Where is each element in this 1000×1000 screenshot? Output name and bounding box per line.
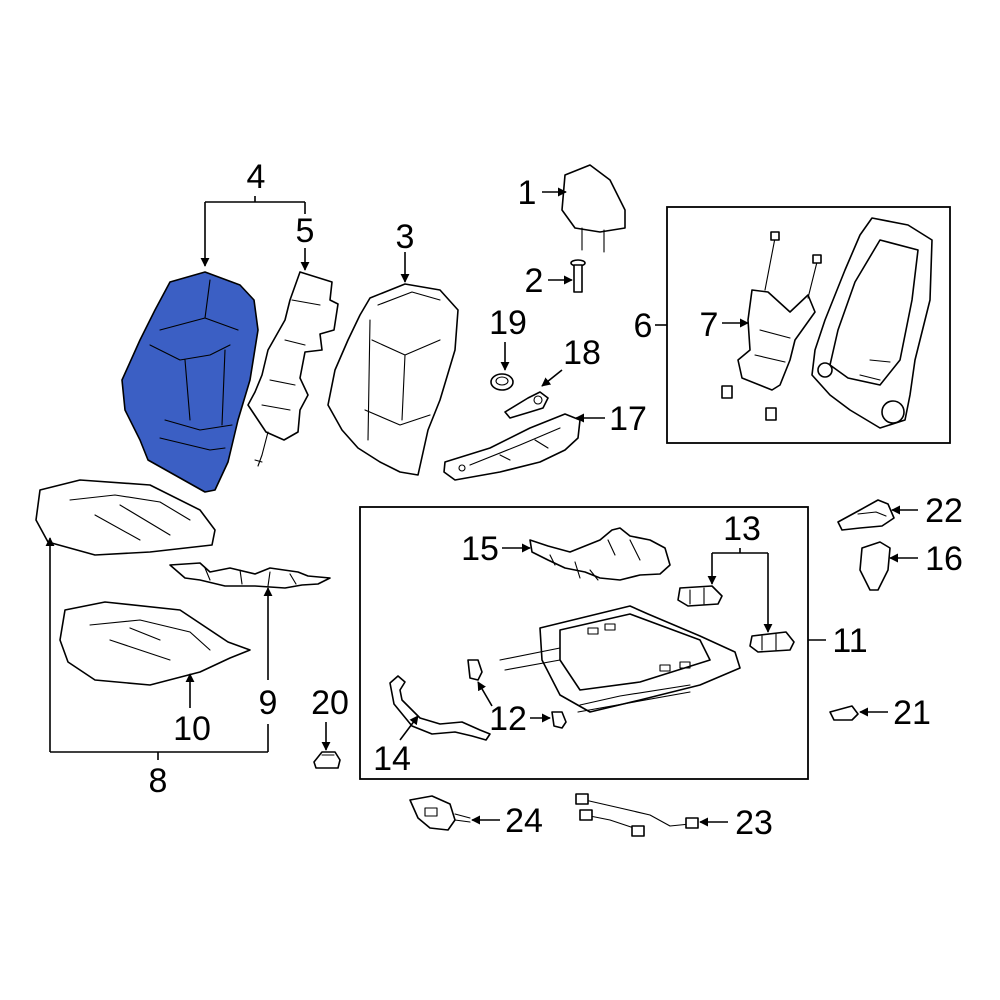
callout-8: 8: [149, 762, 168, 800]
adjuster-bracket-left[interactable]: [677, 585, 723, 607]
callout-23: 23: [735, 804, 773, 842]
side-cover[interactable]: [859, 541, 891, 591]
small-clip[interactable]: [829, 705, 859, 721]
seatback-lower-frame[interactable]: [721, 231, 822, 421]
leader-lines: [45, 187, 918, 827]
seat-cushion-cover[interactable]: [35, 479, 216, 556]
callout-16: 16: [925, 540, 963, 578]
adjuster-clip-lower[interactable]: [551, 711, 567, 729]
seat-adjuster[interactable]: [499, 605, 741, 713]
seatback-cover-shape: [121, 271, 259, 493]
headrest[interactable]: [561, 164, 626, 253]
callout-5: 5: [296, 212, 315, 250]
callout-10: 10: [173, 710, 211, 748]
callout-4: 4: [247, 158, 266, 196]
callout-2: 2: [525, 262, 544, 300]
adjuster-clip-upper[interactable]: [467, 659, 483, 681]
callout-17: 17: [609, 400, 647, 438]
callout-21: 21: [893, 694, 931, 732]
switch-assembly[interactable]: [409, 795, 471, 831]
callout-3: 3: [396, 218, 415, 256]
seatback-pad[interactable]: [247, 271, 339, 467]
trim-bracket[interactable]: [837, 499, 895, 531]
callout-15: 15: [461, 530, 499, 568]
wire-harness[interactable]: [575, 793, 699, 837]
side-shield[interactable]: [443, 413, 581, 481]
recliner-knob[interactable]: [490, 373, 514, 391]
callout-6: 6: [634, 307, 653, 345]
seatback-cover-highlighted[interactable]: [121, 271, 259, 493]
recliner-lever[interactable]: [504, 391, 549, 419]
seatback-frame[interactable]: [811, 217, 933, 429]
adjuster-cover[interactable]: [529, 527, 671, 581]
adjuster-bracket-right[interactable]: [749, 631, 795, 653]
callout-14: 14: [373, 740, 411, 778]
callout-11: 11: [832, 622, 867, 660]
clip[interactable]: [313, 751, 341, 769]
callout-labels: 1 2 3 4 5 6 7 8 9 10 11 12 13 14 15 16 1…: [149, 158, 963, 842]
callout-12: 12: [489, 700, 527, 738]
adjuster-rod[interactable]: [389, 675, 491, 741]
callout-9: 9: [259, 684, 278, 722]
headrest-guide[interactable]: [570, 259, 586, 293]
callout-19: 19: [489, 304, 527, 342]
seatback-cover-seams: [149, 279, 239, 451]
seat-cushion-foam[interactable]: [59, 601, 251, 686]
callout-22: 22: [925, 492, 963, 530]
callout-1: 1: [518, 174, 537, 212]
callout-24: 24: [505, 802, 543, 840]
seat-heater[interactable]: [169, 562, 331, 589]
callout-7: 7: [700, 306, 719, 344]
callout-18: 18: [563, 334, 601, 372]
group-box-seat-adjuster: [359, 506, 809, 780]
seatback-foam[interactable]: [327, 283, 459, 476]
callout-20: 20: [311, 684, 349, 722]
callout-13: 13: [723, 510, 761, 548]
